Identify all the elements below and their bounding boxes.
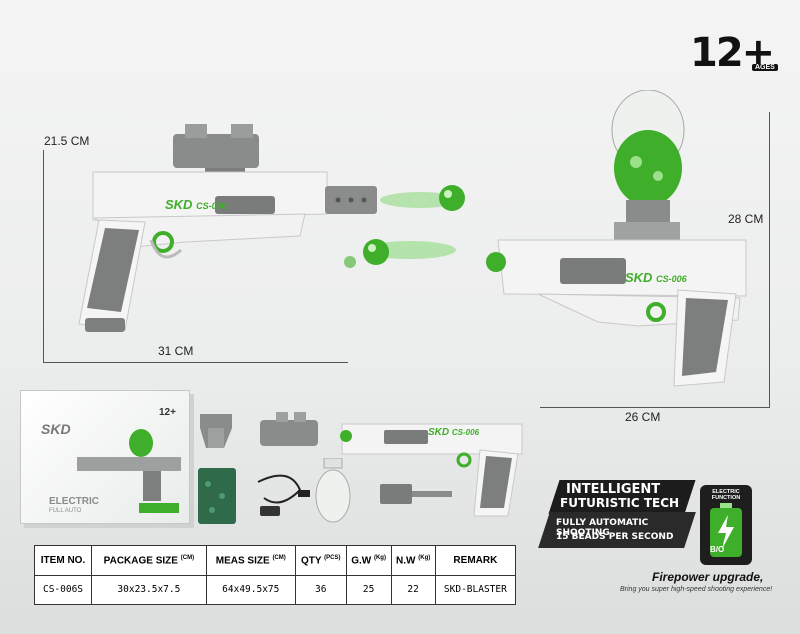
small-model: CS-006 xyxy=(451,428,480,437)
cell-item-no: CS-006S xyxy=(33,574,93,605)
feature-sub-1: FULLY AUTOMATIC SHOOTING xyxy=(556,518,649,538)
box-brand: SKD xyxy=(41,421,71,437)
header-gw-label: G.W xyxy=(351,554,372,566)
cell-remark: SKD-BLASTER xyxy=(434,574,517,605)
header-meas-size-unit: (CM) xyxy=(272,554,286,561)
box-blaster-icon xyxy=(77,429,181,501)
spec-table-header-row: ITEM NO. PACKAGE SIZE (CM) MEAS SIZE (CM… xyxy=(33,545,517,576)
header-qty-label: QTY xyxy=(300,554,322,566)
gel-bead-burst-icon xyxy=(344,185,465,268)
header-meas-size-label: MEAS SIZE xyxy=(215,554,270,566)
electric-function-code: B/O xyxy=(710,545,725,554)
box-accent-strip xyxy=(139,503,179,513)
accessory-hopper-bottle xyxy=(315,458,351,523)
header-item-no: ITEM NO. xyxy=(33,545,93,576)
small-brand: SKD xyxy=(428,427,450,438)
header-nw-label: N.W xyxy=(396,554,416,566)
dim-line-left-horizontal xyxy=(43,362,348,363)
electric-function-title: ELECTRIC FUNCTION xyxy=(711,489,741,501)
box-line2: FULL AUTO xyxy=(49,508,82,514)
left-model: CS-006 xyxy=(196,201,227,211)
age-label: AGES xyxy=(752,64,778,71)
dim-line-right-horizontal xyxy=(540,407,770,408)
battery-icon xyxy=(710,503,742,557)
feature-headline-1: INTELLIGENT xyxy=(566,482,661,497)
blaster-left-image xyxy=(78,124,377,332)
dim-line-right-vertical xyxy=(769,112,770,408)
cell-qty: 36 xyxy=(294,574,347,605)
cell-gw: 25 xyxy=(345,574,392,605)
box-age: 12+ xyxy=(159,407,176,418)
cell-package-size: 30x23.5x7.5 xyxy=(91,574,207,605)
dim-left-height: 21.5 CM xyxy=(44,134,90,148)
header-qty-unit: (PCS) xyxy=(324,554,341,561)
feature-sub-2: 15 BEADS PER SECOND xyxy=(556,532,674,542)
header-nw: N.W (Kg) xyxy=(390,545,436,576)
box-line1: ELECTRIC xyxy=(49,496,99,507)
accessory-gel-beads-bag xyxy=(198,468,236,524)
upgrade-subtitle: Bring you super high-speed shooting expe… xyxy=(620,586,773,593)
header-gw: G.W (Kg) xyxy=(345,545,392,576)
table-row: CS-006S 30x23.5x7.5 64x49.5x75 36 25 22 … xyxy=(33,574,517,605)
dim-line-left-vertical xyxy=(43,150,44,362)
age-badge: 12+ AGES xyxy=(690,30,780,76)
cell-meas-size: 64x49.5x75 xyxy=(205,574,296,605)
right-brand: SKD xyxy=(625,270,653,285)
header-qty: QTY (PCS) xyxy=(294,545,347,576)
header-remark-label: REMARK xyxy=(453,554,498,566)
small-brand-label: SKD CS-006 xyxy=(428,427,479,438)
accessory-usb-cable xyxy=(257,474,310,516)
left-brand-label: SKD CS-006 xyxy=(165,197,227,212)
accessory-barrel-extension xyxy=(380,484,452,504)
header-meas-size: MEAS SIZE (CM) xyxy=(205,545,296,576)
left-brand: SKD xyxy=(165,197,193,212)
header-item-no-label: ITEM NO. xyxy=(40,554,86,566)
feature-headline-2: FUTURISTIC TECH xyxy=(560,496,680,510)
spec-table: ITEM NO. PACKAGE SIZE (CM) MEAS SIZE (CM… xyxy=(33,545,517,605)
feature-banner: INTELLIGENT FUTURISTIC TECH FULLY AUTOMA… xyxy=(538,478,696,556)
accessory-small-blaster xyxy=(340,423,523,517)
blaster-right-image xyxy=(486,90,747,387)
dim-right-height: 28 CM xyxy=(728,212,764,226)
cell-nw: 22 xyxy=(390,574,436,605)
dim-right-width: 26 CM xyxy=(625,410,661,424)
accessory-sight-base xyxy=(200,414,232,448)
right-brand-label: SKD CS-006 xyxy=(625,270,687,285)
header-gw-unit: (Kg) xyxy=(373,554,386,561)
upgrade-title: Firepower upgrade, xyxy=(652,570,764,584)
dim-left-width: 31 CM xyxy=(158,344,194,358)
header-nw-unit: (Kg) xyxy=(418,554,431,561)
right-model: CS-006 xyxy=(656,274,687,284)
electric-function-badge: ELECTRIC FUNCTION B/O xyxy=(700,485,752,565)
accessory-scope xyxy=(260,412,318,446)
header-package-size-label: PACKAGE SIZE xyxy=(103,554,178,566)
header-package-size: PACKAGE SIZE (CM) xyxy=(91,545,207,576)
header-remark: REMARK xyxy=(434,545,517,576)
package-box: SKD 12+ ELECTRIC FULL AUTO xyxy=(20,390,190,524)
header-package-size-unit: (CM) xyxy=(180,554,195,561)
